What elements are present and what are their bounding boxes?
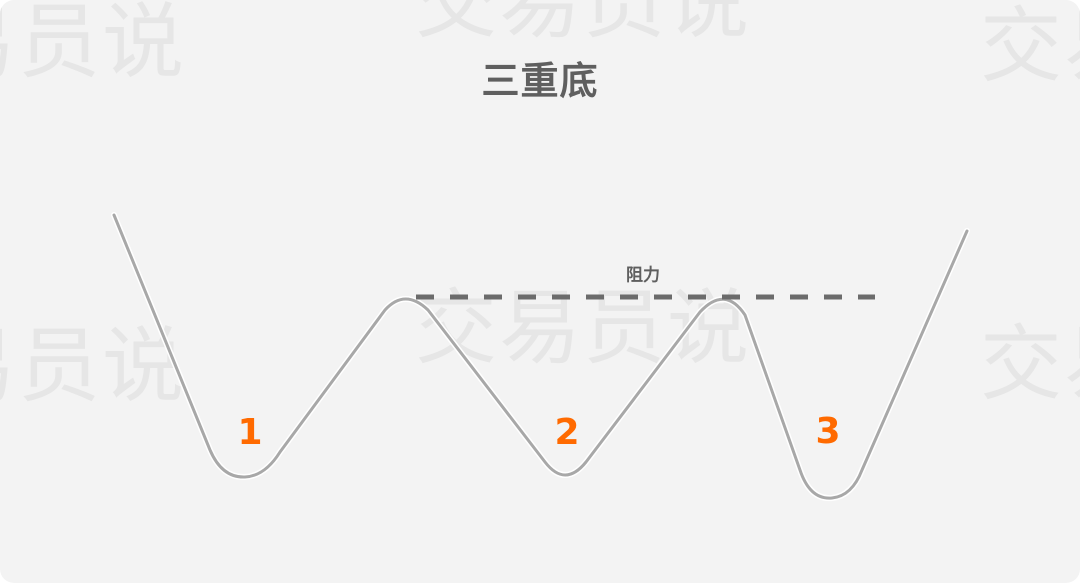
watermark: 交易员说 (0, 319, 187, 414)
bottom-label-3: 3 (815, 411, 841, 452)
diagram-title: 三重底 (481, 59, 599, 103)
bottom-label-2: 2 (554, 412, 580, 453)
watermark: 交易员说 (980, 317, 1080, 412)
bottom-label-1: 1 (237, 412, 263, 453)
watermark: 交易员说 (980, 0, 1080, 94)
watermark: 交易员说 (415, 281, 752, 376)
price-path (111, 212, 970, 502)
watermark: 交易员说 (415, 0, 752, 50)
watermark: 交易员说 (0, 0, 187, 90)
resistance-label: 阻力 (626, 265, 660, 286)
